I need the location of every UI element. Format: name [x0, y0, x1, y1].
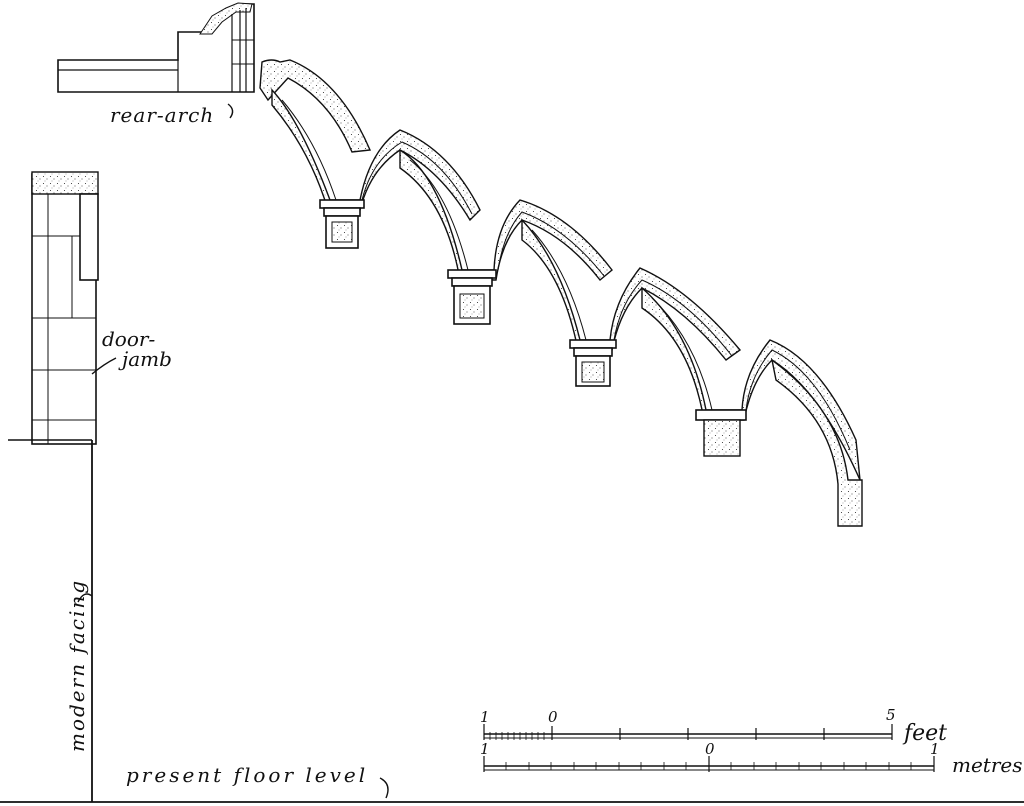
scale-bar-metres: 1 0 1 metres — [480, 740, 1023, 777]
arcade-arches — [259, 59, 863, 527]
feet-scale-end-tick: 5 — [886, 706, 896, 724]
capital-2 — [447, 269, 497, 325]
metres-scale-end-tick: 1 — [930, 740, 940, 758]
scale-bar-feet: 1 0 5 feet — [480, 706, 947, 746]
feet-scale-left-tick: 1 — [480, 708, 490, 726]
capital-4 — [695, 409, 747, 457]
door-jamb-drawing — [8, 171, 99, 445]
floor-level-label: present floor level — [126, 763, 368, 787]
modern-facing-arrow — [77, 593, 93, 603]
feet-scale-zero-tick: 0 — [548, 708, 558, 726]
rear-arch-fragment — [57, 2, 255, 93]
capital-3 — [569, 339, 617, 387]
metres-scale-left-tick: 1 — [480, 740, 490, 758]
rear-arch-label: rear-arch — [110, 103, 214, 127]
floor-level-arrow — [379, 777, 389, 799]
jamb-label: jamb — [118, 347, 172, 371]
feet-scale-unit: feet — [902, 721, 947, 746]
metres-scale-unit: metres — [952, 753, 1023, 777]
wall-and-floor — [0, 440, 1024, 803]
rear-arch-arrow — [227, 103, 234, 119]
door-label: door- — [102, 327, 155, 351]
door-jamb-arrow — [91, 357, 117, 375]
capital-1 — [319, 199, 365, 249]
metres-scale-zero-tick: 0 — [705, 740, 715, 758]
modern-facing-label: modern facing — [65, 579, 89, 752]
